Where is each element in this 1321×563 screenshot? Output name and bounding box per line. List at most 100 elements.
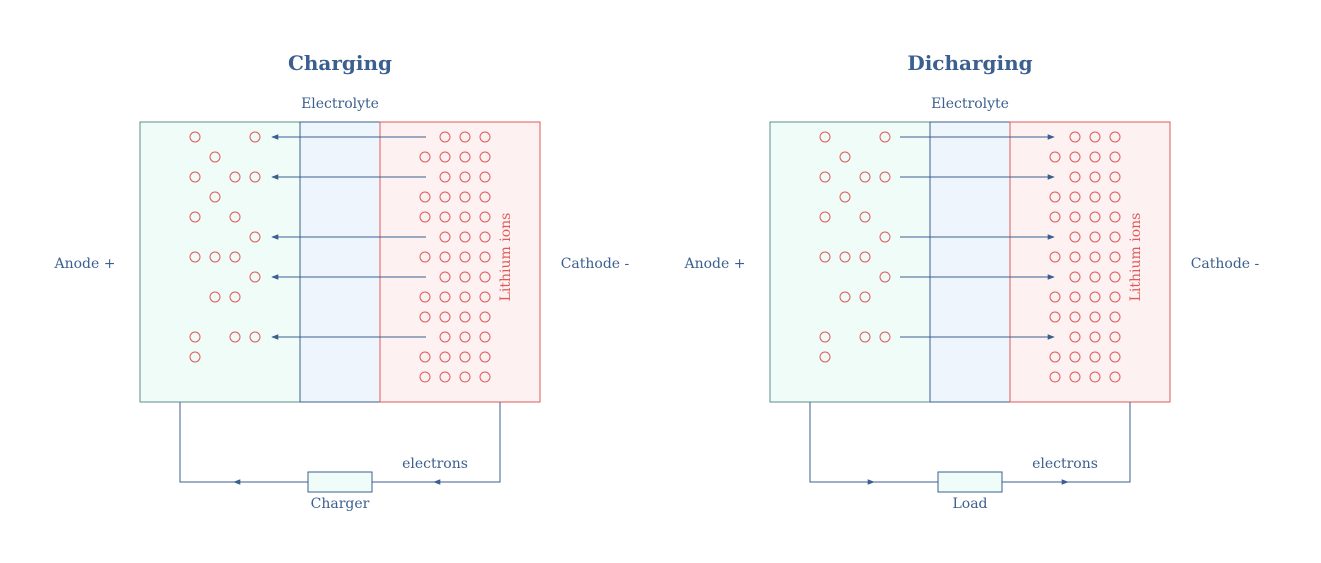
lithium-ion [819,351,831,363]
lithium-ion [479,291,491,303]
lithium-ion [1049,211,1061,223]
lithium-ion [1089,131,1101,143]
lithium-ion [1089,351,1101,363]
device-label: Load [952,496,987,512]
lithium-ion [1069,351,1081,363]
lithium-ion [249,271,261,283]
lithium-ion [439,291,451,303]
electrons-label: electrons [402,456,468,472]
lithium-ion [419,251,431,263]
lithium-ion [189,171,201,183]
lithium-ion [1089,331,1101,343]
lithium-ion [459,211,471,223]
lithium-ion [1049,251,1061,263]
lithium-ion [819,171,831,183]
electrolyte-label: Electrolyte [301,96,379,112]
lithium-ion [439,251,451,263]
circuit-wire-left [179,402,308,483]
lithium-ion [439,311,451,323]
anode-region [139,121,301,403]
lithium-ion [1089,371,1101,383]
lithium-ion [1069,311,1081,323]
lithium-ion [879,271,891,283]
lithium-ion [419,371,431,383]
lithium-ion [249,171,261,183]
lithium-ion [209,191,221,203]
lithium-ion [189,351,201,363]
lithium-ion [459,371,471,383]
lithium-ion [1089,151,1101,163]
lithium-ion [479,231,491,243]
lithium-ion [459,151,471,163]
lithium-ion [1089,311,1101,323]
lithium-ion [1109,311,1121,323]
lithium-ion [1069,211,1081,223]
lithium-ion [249,131,261,143]
lithium-ion [459,271,471,283]
lithium-ion [479,271,491,283]
lithium-ion [1109,271,1121,283]
lithium-ions-label: Lithium ions [1128,213,1144,302]
lithium-ion [439,211,451,223]
lithium-ion [209,291,221,303]
lithium-ion [229,331,241,343]
lithium-ion [439,171,451,183]
lithium-ion [859,291,871,303]
lithium-ion [1109,351,1121,363]
cathode-ions [1049,131,1121,383]
lithium-ion [879,231,891,243]
lithium-ion [839,191,851,203]
lithium-ion [229,251,241,263]
electrolyte-region [929,121,1011,403]
lithium-ion [859,251,871,263]
lithium-ion [479,131,491,143]
lithium-ion [439,191,451,203]
lithium-ion [459,131,471,143]
charging-panel: Charging Electrolyte Anode + Cathode - L… [54,51,630,512]
anode-ions [819,131,891,363]
lithium-ions-label: Lithium ions [498,213,514,302]
lithium-ion [439,331,451,343]
lithium-ion [1069,191,1081,203]
lithium-ion [1089,231,1101,243]
lithium-ion [189,331,201,343]
lithium-ion [1069,231,1081,243]
lithium-ion [419,291,431,303]
lithium-ion [249,331,261,343]
lithium-ion [419,211,431,223]
lithium-ion [439,131,451,143]
lithium-ion [459,231,471,243]
device-label: Charger [311,496,370,512]
lithium-ion [1069,371,1081,383]
cathode-label: Cathode - [561,256,630,272]
panel-title: Dicharging [907,51,1032,75]
lithium-ion [879,171,891,183]
lithium-ion [839,291,851,303]
lithium-ion [1069,331,1081,343]
lithium-ion [419,191,431,203]
lithium-ion [1109,151,1121,163]
lithium-ion [479,371,491,383]
lithium-ion [1109,331,1121,343]
cathode-label: Cathode - [1191,256,1260,272]
lithium-ion [1069,291,1081,303]
lithium-ion [459,351,471,363]
lithium-ion [459,331,471,343]
lithium-ion [419,351,431,363]
anode-ions [189,131,261,363]
load-box [937,471,1003,493]
lithium-ion [479,351,491,363]
lithium-ion [839,151,851,163]
lithium-ion [819,251,831,263]
lithium-ion [1109,131,1121,143]
lithium-ion [1089,291,1101,303]
circuit-wire-left [809,402,938,483]
lithium-ion [859,171,871,183]
cathode-region [379,121,541,403]
electrolyte-region [299,121,381,403]
lithium-ion [249,231,261,243]
lithium-ion [229,171,241,183]
charger-box [307,471,373,493]
lithium-ion [419,151,431,163]
